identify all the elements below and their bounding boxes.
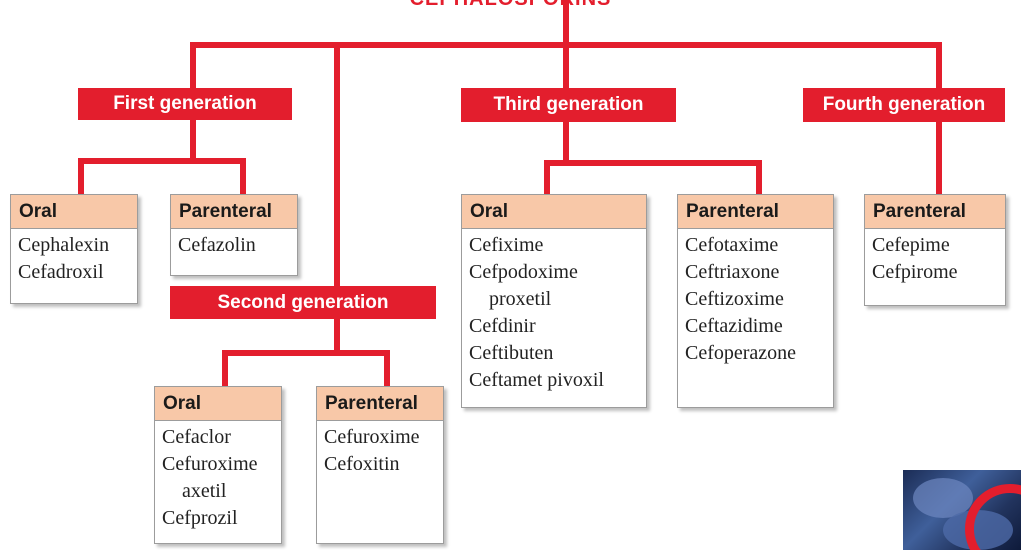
- first-parenteral-header: Parenteral: [171, 195, 297, 229]
- third-oral-header: Oral: [462, 195, 646, 229]
- third-parenteral-box: Parenteral Cefotaxime Ceftriaxone Ceftiz…: [677, 194, 834, 408]
- connector-first-parenteral: [240, 158, 246, 194]
- drug-item: Cefixime: [469, 234, 544, 256]
- drug-item: Cefaclor: [162, 426, 231, 448]
- drug-item: Cefoxitin: [324, 453, 400, 475]
- connector-second-oral: [222, 350, 228, 386]
- connector-third-parenteral: [756, 160, 762, 194]
- first-oral-header: Oral: [11, 195, 137, 229]
- connector-third-oral: [544, 160, 550, 194]
- connector-root-stem: [563, 0, 569, 46]
- drug-item: Ceftibuten: [469, 342, 554, 364]
- first-generation-label: First generation: [78, 88, 292, 120]
- connector-first-oral: [78, 158, 84, 194]
- drug-item: Cefoperazone: [685, 342, 797, 364]
- drug-item: Ceftizoxime: [685, 288, 784, 310]
- second-parenteral-header: Parenteral: [317, 387, 443, 421]
- drug-item: proxetil: [489, 288, 552, 310]
- drug-item: Cefotaxime: [685, 234, 779, 256]
- bacteria-image: [903, 470, 1021, 550]
- connector-fourth-drop: [936, 42, 942, 90]
- fourth-generation-label: Fourth generation: [803, 88, 1005, 122]
- connector-second-parenteral: [384, 350, 390, 386]
- drug-item: Ceftamet pivoxil: [469, 369, 604, 391]
- drug-item: Ceftazidime: [685, 315, 783, 337]
- diagram-title: CEPHALOSPORINS: [0, 0, 1021, 11]
- connector-third-bar: [544, 160, 762, 166]
- second-oral-box: Oral Cefaclor Cefuroxime axetil Cefprozi…: [154, 386, 282, 544]
- connector-first-drop: [190, 42, 196, 90]
- first-parenteral-box: Parenteral Cefazolin: [170, 194, 298, 276]
- connector-first-stem: [190, 118, 196, 162]
- connector-first-bar: [78, 158, 246, 164]
- second-generation-label: Second generation: [170, 286, 436, 319]
- fourth-parenteral-box: Parenteral Cefepime Cefpirome: [864, 194, 1006, 306]
- drug-item: Cefuroxime: [324, 426, 420, 448]
- second-parenteral-box: Parenteral Cefuroxime Cefoxitin: [316, 386, 444, 544]
- first-oral-box: Oral Cephalexin Cefadroxil: [10, 194, 138, 304]
- drug-item: Cefprozil: [162, 507, 238, 529]
- connector-fourth-stem: [936, 120, 942, 194]
- drug-item: Cefpirome: [872, 261, 958, 283]
- drug-item: Cephalexin: [18, 234, 110, 256]
- fourth-parenteral-header: Parenteral: [865, 195, 1005, 229]
- connector-second-drop: [334, 42, 340, 288]
- drug-item: Cefpodoxime: [469, 261, 578, 283]
- third-oral-box: Oral Cefixime Cefpodoxime proxetil Cefdi…: [461, 194, 647, 408]
- second-oral-header: Oral: [155, 387, 281, 421]
- drug-item: Cefuroxime: [162, 453, 258, 475]
- third-parenteral-header: Parenteral: [678, 195, 833, 229]
- connector-third-drop: [563, 42, 569, 90]
- drug-item: Cefazolin: [178, 234, 256, 256]
- drug-item: axetil: [182, 480, 227, 502]
- drug-item: Ceftriaxone: [685, 261, 780, 283]
- connector-third-stem: [563, 120, 569, 164]
- connector-second-bar: [222, 350, 390, 356]
- drug-item: Cefadroxil: [18, 261, 104, 283]
- third-generation-label: Third generation: [461, 88, 676, 122]
- drug-item: Cefepime: [872, 234, 950, 256]
- connector-second-stem: [334, 318, 340, 354]
- drug-item: Cefdinir: [469, 315, 536, 337]
